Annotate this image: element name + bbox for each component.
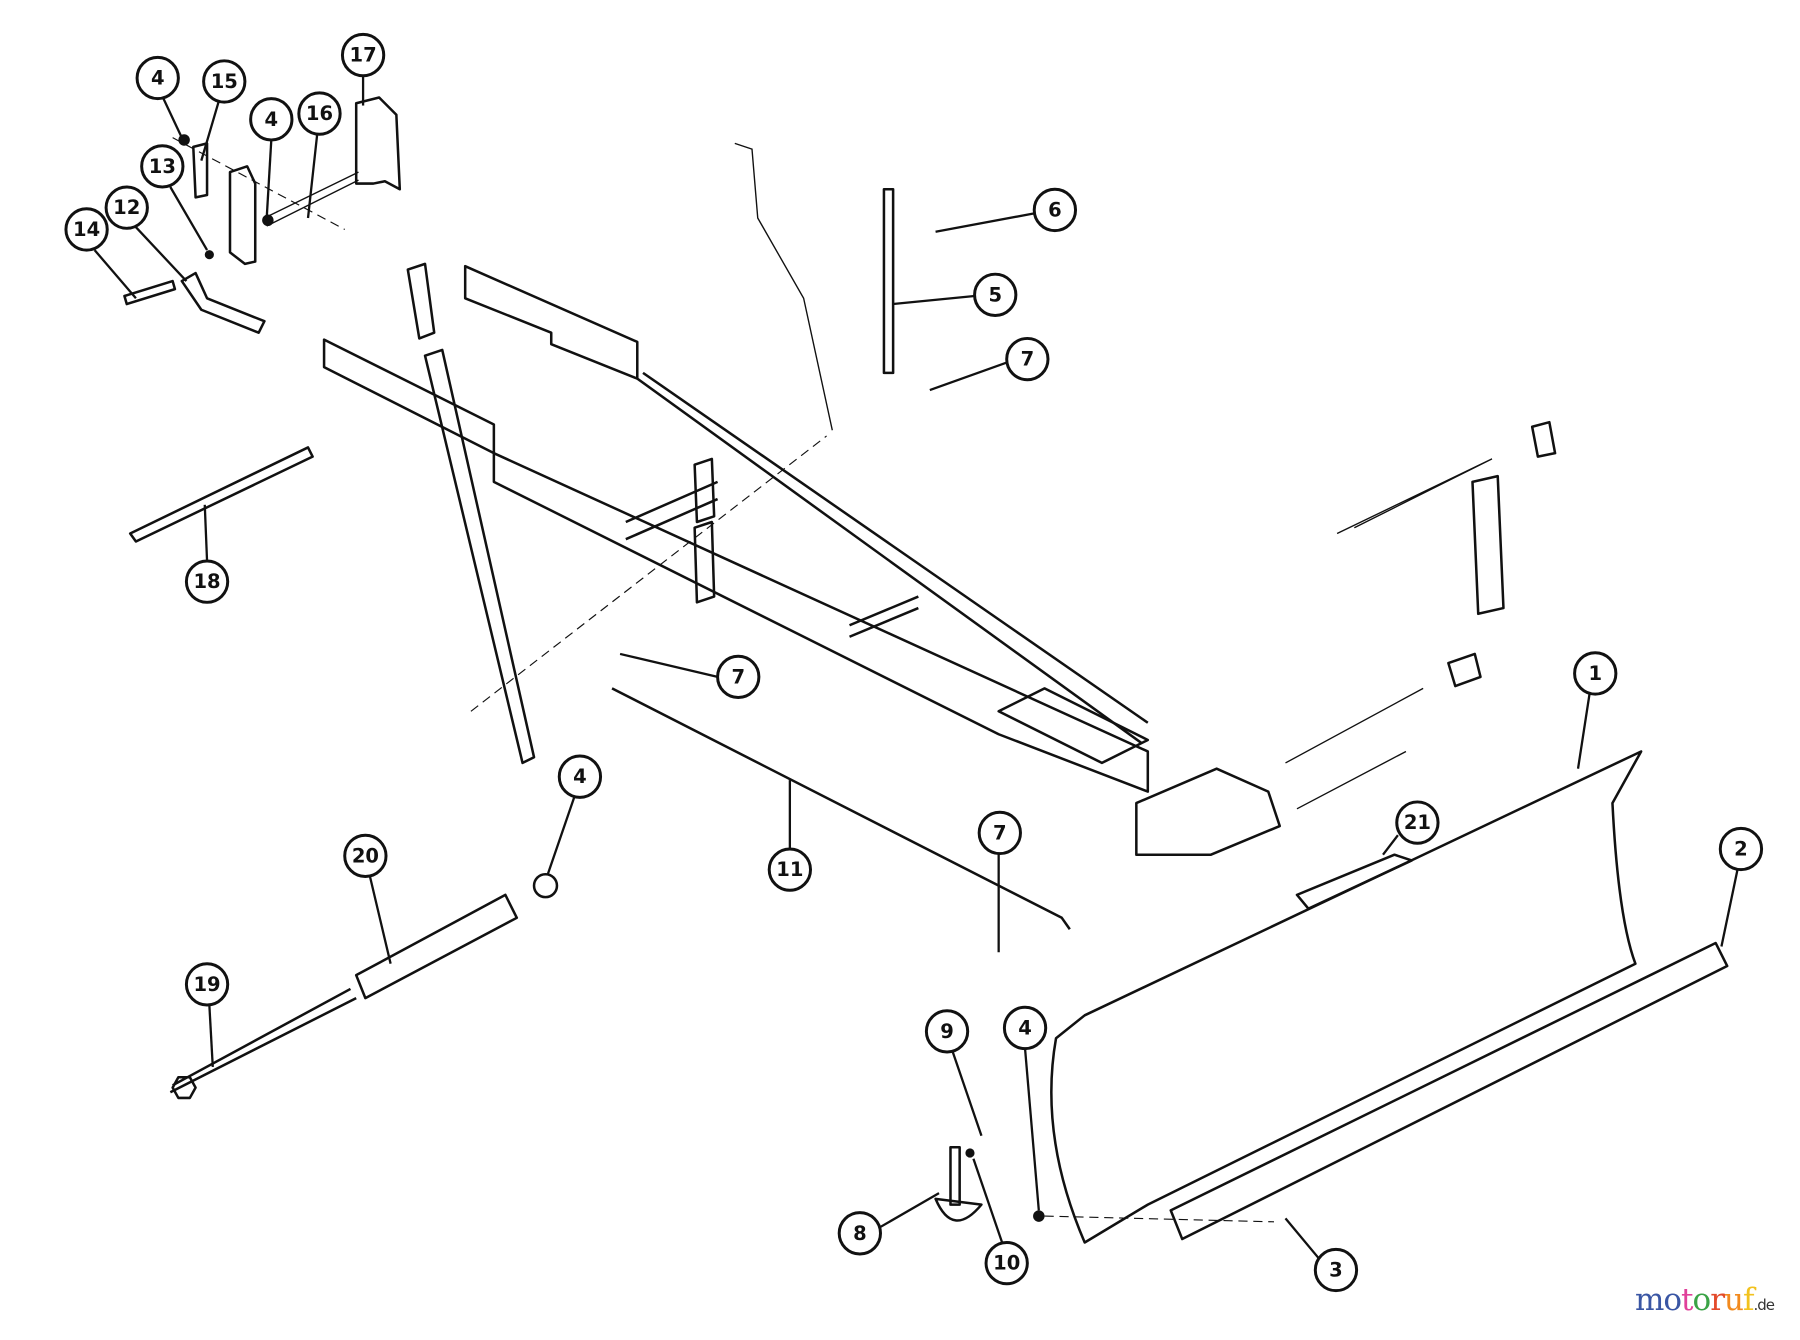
callout-label: 20 — [352, 844, 379, 867]
callout-label: 5 — [988, 283, 1002, 306]
callout-label: 18 — [193, 570, 220, 593]
callout-label: 10 — [993, 1252, 1020, 1275]
callout-label: 17 — [350, 44, 377, 67]
callout-label: 13 — [149, 155, 176, 178]
callout-label: 15 — [211, 70, 238, 93]
callout: 6 — [1032, 187, 1078, 233]
callout: 20 — [343, 833, 388, 878]
callout: 5 — [973, 272, 1018, 317]
callout: 7 — [977, 810, 1022, 856]
wm-suffix: .de — [1753, 1296, 1775, 1314]
callout-label: 9 — [940, 1020, 954, 1043]
wm-letter: u — [1724, 1282, 1744, 1318]
parts-drawing — [123, 96, 1729, 1244]
callout: 4 — [249, 97, 294, 142]
callout-label: 21 — [1404, 811, 1431, 834]
callout-label: 4 — [1018, 1016, 1032, 1039]
callout: 3 — [1313, 1247, 1359, 1293]
callout: 15 — [202, 59, 247, 104]
callout: 11 — [767, 847, 813, 892]
callout: 16 — [297, 91, 342, 136]
callout-label: 7 — [731, 665, 745, 688]
callout: 17 — [340, 32, 386, 78]
callout-label: 3 — [1329, 1259, 1343, 1282]
callout: 9 — [924, 1009, 970, 1054]
callout-label: 4 — [265, 108, 279, 131]
callout-label: 14 — [73, 218, 100, 241]
callout: 8 — [837, 1211, 882, 1256]
callout-label: 6 — [1048, 198, 1062, 221]
leader-lines — [93, 75, 1739, 1261]
callout: 19 — [184, 962, 230, 1007]
callout: 4 — [557, 754, 603, 799]
callout: 2 — [1718, 826, 1764, 872]
callout: 13 — [140, 144, 185, 189]
callout-label: 7 — [993, 821, 1007, 844]
watermark-logo: motoruf.de — [1634, 1282, 1775, 1318]
callout: 4 — [1002, 1005, 1048, 1051]
callout-label: 7 — [1021, 348, 1035, 371]
callout-label: 11 — [776, 858, 803, 881]
callout-label: 4 — [151, 67, 165, 90]
callout: 18 — [184, 559, 230, 604]
wm-letter: o — [1663, 1282, 1682, 1318]
callout-label: 19 — [193, 973, 220, 996]
callout: 14 — [64, 207, 109, 252]
wm-letter: r — [1710, 1282, 1725, 1318]
wm-letter: f — [1742, 1282, 1755, 1318]
callout: 10 — [984, 1240, 1029, 1286]
wm-letter: o — [1692, 1282, 1712, 1318]
callout-label: 4 — [573, 765, 587, 788]
callout-label: 2 — [1734, 837, 1748, 860]
callout: 4 — [135, 55, 180, 101]
wm-letter: t — [1681, 1282, 1694, 1318]
callout-label: 1 — [1588, 662, 1602, 685]
callout: 12 — [104, 185, 149, 230]
callout: 1 — [1573, 651, 1618, 696]
wm-letter: m — [1634, 1282, 1664, 1318]
callout: 7 — [716, 654, 761, 700]
callout: 21 — [1395, 800, 1440, 845]
callout-label: 8 — [853, 1222, 867, 1245]
callout-label: 12 — [113, 196, 140, 219]
callout-label: 16 — [306, 102, 333, 125]
callout: 7 — [1005, 336, 1050, 382]
